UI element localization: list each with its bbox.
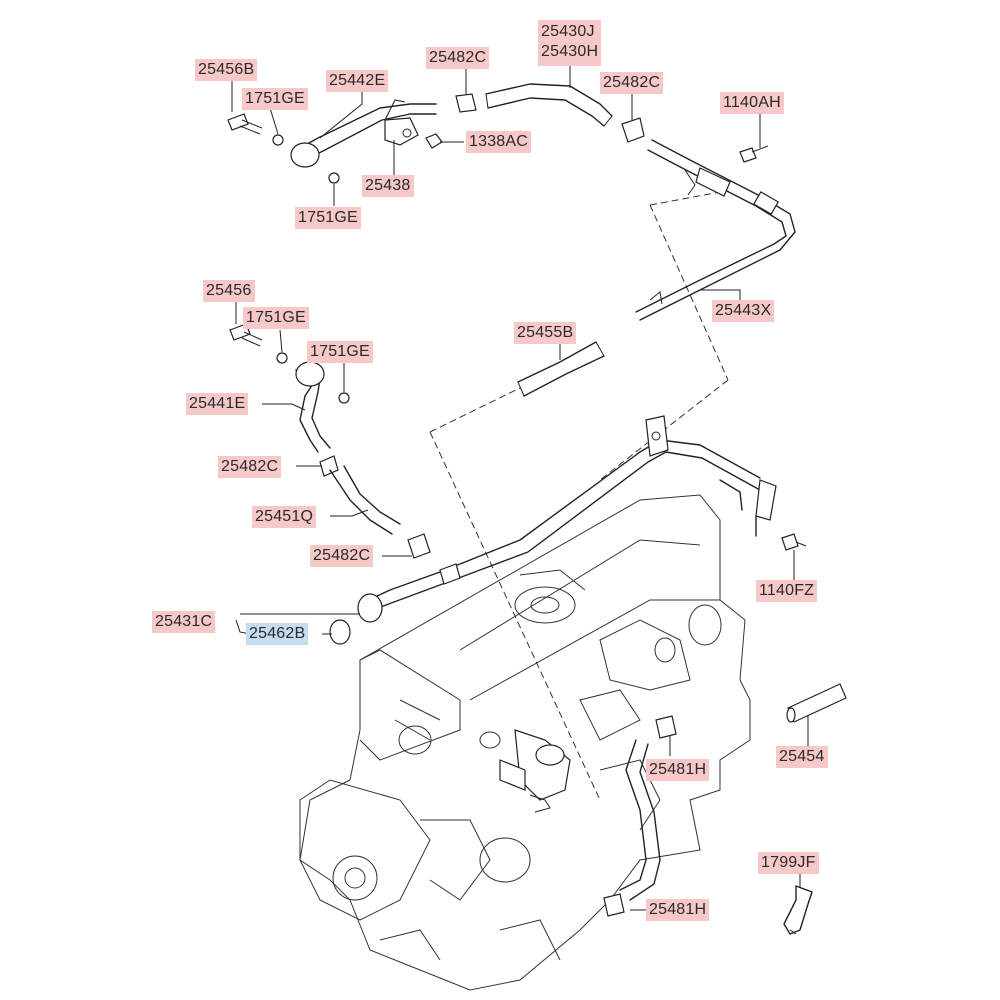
label-1338AC: 1338AC [466, 131, 532, 153]
label-25441E: 25441E [186, 393, 249, 415]
label-25431C: 25431C [152, 611, 216, 633]
hose-25454 [786, 683, 847, 723]
pipe-25442E [290, 99, 437, 168]
fasteners-upper [227, 93, 645, 184]
label-25482C-right: 25482C [600, 72, 664, 94]
engine-block [299, 494, 751, 991]
label-25430J: 25430J [541, 23, 595, 40]
bolt-1140AH [739, 145, 769, 163]
leader-lines [231, 66, 809, 911]
pipe-25431C [329, 415, 777, 645]
hose-25430 [485, 83, 613, 127]
label-25456B: 25456B [195, 59, 258, 81]
label-25481H-upper: 25481H [646, 759, 710, 781]
label-25482C-low: 25482C [310, 545, 374, 567]
label-25430H: 25430H [541, 43, 599, 60]
label-1751GE-upper: 1751GE [242, 88, 308, 110]
label-25462B: 25462B [246, 623, 309, 645]
label-25454: 25454 [776, 746, 828, 768]
label-25442E: 25442E [326, 70, 389, 92]
label-25430: 25430J 25430H [538, 20, 602, 66]
pipe-25443X [635, 139, 796, 321]
bolt-1140FZ [781, 533, 807, 551]
label-1140AH: 1140AH [720, 92, 784, 114]
label-1751GE-mid2: 1751GE [307, 341, 373, 363]
hose-25455B [517, 341, 605, 397]
label-25482C-top: 25482C [426, 47, 490, 69]
label-1799JF: 1799JF [758, 852, 819, 874]
label-25438: 25438 [362, 175, 414, 197]
label-25456: 25456 [203, 280, 255, 302]
label-1140FZ: 1140FZ [756, 580, 818, 602]
label-25482C-mid: 25482C [218, 456, 282, 478]
clamp-1799JF [783, 885, 813, 935]
label-25443X: 25443X [712, 300, 775, 322]
label-1751GE-lower: 1751GE [295, 207, 361, 229]
hose-25451Q [329, 465, 431, 559]
pipe-25441E [295, 361, 331, 453]
label-1751GE-mid: 1751GE [243, 307, 309, 329]
label-25481H-lower: 25481H [646, 899, 710, 921]
label-25455B: 25455B [514, 322, 577, 344]
label-25451Q: 25451Q [252, 506, 317, 528]
hose-25481H [603, 715, 677, 917]
